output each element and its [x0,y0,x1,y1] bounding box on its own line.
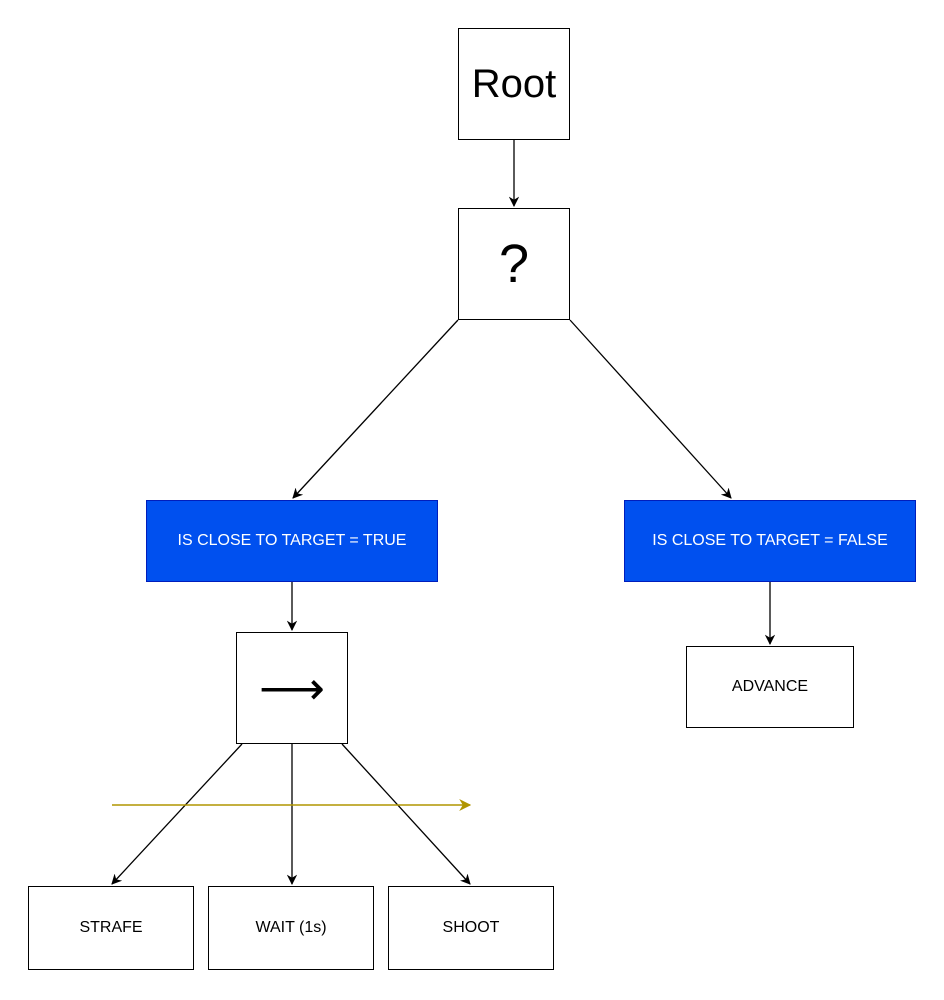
strafe-action-label: STRAFE [79,919,143,936]
condition-true-label: IS CLOSE TO TARGET = TRUE [177,532,407,549]
shoot-action-label: SHOOT [442,919,500,936]
edge-selector-to-condition-false [569,319,732,499]
wait-action-label: WAIT (1s) [255,919,327,936]
advance-action-node[interactable]: ADVANCE [686,646,854,728]
condition-false-label: IS CLOSE TO TARGET = FALSE [652,532,888,549]
sequence-arrow-icon: ⟶ [259,662,325,714]
condition-true-node[interactable]: IS CLOSE TO TARGET = TRUE [146,500,438,582]
condition-false-node[interactable]: IS CLOSE TO TARGET = FALSE [624,500,916,582]
edge-selector-to-condition-true [292,319,459,499]
edge-sequence-to-strafe [111,743,243,885]
wait-action-node[interactable]: WAIT (1s) [208,886,374,970]
edge-sequence-to-shoot [341,743,471,885]
selector-node[interactable]: ? [458,208,570,320]
root-node[interactable]: Root [458,28,570,140]
root-node-label: Root [471,61,557,106]
sequence-node[interactable]: ⟶ [236,632,348,744]
strafe-action-node[interactable]: STRAFE [28,886,194,970]
advance-action-label: ADVANCE [731,678,809,695]
shoot-action-node[interactable]: SHOOT [388,886,554,970]
selector-node-label: ? [498,234,530,294]
